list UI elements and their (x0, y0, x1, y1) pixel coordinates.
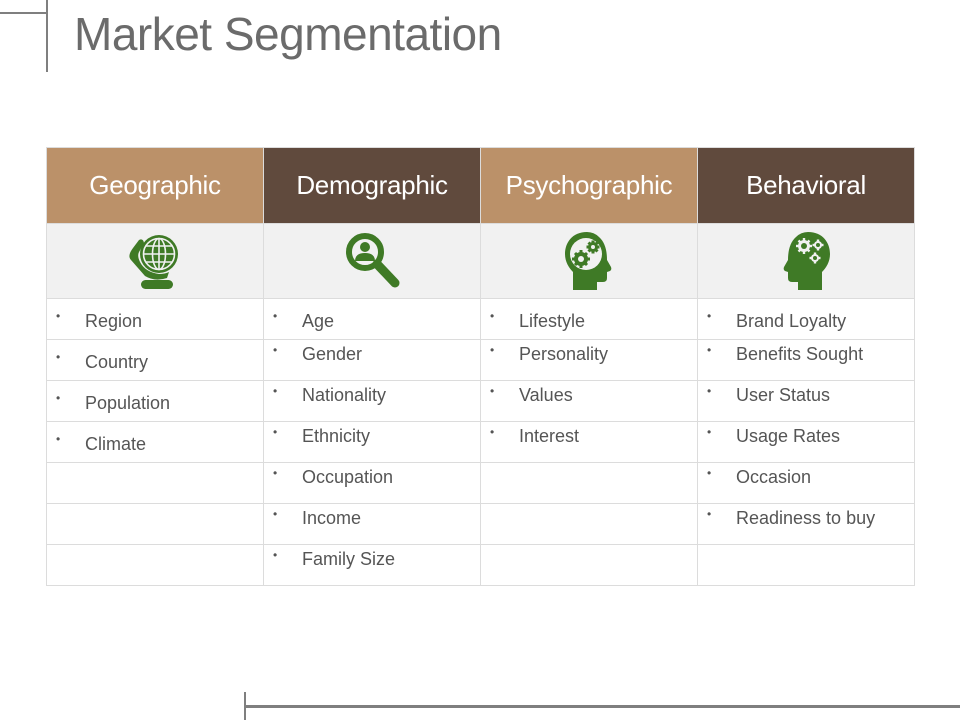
icon-cell-psychographic (480, 223, 698, 299)
hand-holding-globe-icon (129, 235, 178, 289)
list-item: • Population (47, 381, 263, 421)
bullet-icon: • (273, 466, 278, 480)
bullet-icon: • (56, 432, 61, 446)
item-label: Lifestyle (519, 311, 586, 331)
table-row: • Climate • Ethnicity • Interest • Usage Rat… (46, 421, 915, 463)
list-item: • Interest (481, 422, 697, 462)
list-item: • User Status (698, 381, 914, 421)
icon-cell-geographic (46, 223, 264, 299)
page-title: Market Segmentation (74, 8, 502, 60)
item-label: Region (85, 311, 143, 331)
icon-row (46, 223, 915, 299)
table-row: • Region • Age • Lifestyle • Brand Loyalty (46, 298, 915, 340)
item-label: Usage Rates (736, 426, 841, 446)
list-item: • Brand Loyalty (698, 299, 914, 339)
magnifier-person-icon (346, 233, 400, 288)
list-item: • Family Size (264, 545, 480, 585)
table-row: • Occupation • Occasion (46, 462, 915, 504)
list-item: • Readiness to buy (698, 504, 914, 544)
header-geographic: Geographic (46, 147, 264, 224)
header-psychographic: Psychographic (480, 147, 698, 224)
list-item: • Gender (264, 340, 480, 380)
table-row: • Income • Readiness to buy (46, 503, 915, 545)
bullet-icon: • (273, 507, 278, 521)
header-row: Geographic Demographic Psychographic Beh… (46, 147, 915, 224)
list-item: • Benefits Sought (698, 340, 914, 380)
bullet-icon: • (56, 350, 61, 364)
bullet-icon: • (490, 425, 495, 439)
table-row: • Family Size (46, 544, 915, 586)
item-label: Readiness to buy (736, 508, 876, 528)
bullet-icon: • (490, 384, 495, 398)
bullet-icon: • (707, 466, 712, 480)
list-item: • Values (481, 381, 697, 421)
table-row: • Country • Gender • Personality • Benefits … (46, 339, 915, 381)
bullet-icon: • (707, 343, 712, 357)
list-item: • Region (47, 299, 263, 339)
table-row: • Population • Nationality • Values • User S… (46, 380, 915, 422)
list-item: • Age (264, 299, 480, 339)
bullet-icon: • (273, 425, 278, 439)
bullet-icon: • (273, 309, 278, 323)
bullet-icon: • (273, 343, 278, 357)
list-item: • Lifestyle (481, 299, 697, 339)
bullet-icon: • (273, 548, 278, 562)
icon-cell-demographic (263, 223, 481, 299)
header-behavioral: Behavioral (697, 147, 915, 224)
icon-cell-behavioral (697, 223, 915, 299)
empty-cell (47, 545, 263, 585)
empty-cell (481, 463, 697, 503)
bullet-icon: • (490, 309, 495, 323)
corner-line-bottom-horizontal (244, 705, 960, 708)
bullet-icon: • (273, 384, 278, 398)
bullet-icon: • (56, 391, 61, 405)
bullet-icon: • (56, 309, 61, 323)
item-label: Population (85, 393, 171, 413)
bullet-icon: • (490, 343, 495, 357)
bullet-icon: • (707, 309, 712, 323)
empty-cell (47, 504, 263, 544)
bullet-icon: • (707, 425, 712, 439)
corner-line-top-horizontal (0, 12, 46, 14)
header-demographic: Demographic (263, 147, 481, 224)
bullet-icon: • (707, 507, 712, 521)
item-label: Interest (519, 426, 580, 446)
list-item: • Climate (47, 422, 263, 462)
item-label: Nationality (302, 385, 387, 405)
corner-line-top-vertical (46, 0, 48, 72)
item-label: Brand Loyalty (736, 311, 847, 331)
item-label: Occasion (736, 467, 812, 487)
bullet-icon: • (707, 384, 712, 398)
list-item: • Nationality (264, 381, 480, 421)
item-label: Personality (519, 344, 609, 364)
list-item: • Ethnicity (264, 422, 480, 462)
item-label: Family Size (302, 549, 396, 569)
item-label: Gender (302, 344, 363, 364)
list-item: • Occasion (698, 463, 914, 503)
item-label: Occupation (302, 467, 394, 487)
head-gears-outline-icon (565, 232, 612, 290)
item-label: Income (302, 508, 362, 528)
item-label: Country (85, 352, 149, 372)
head-gears-solid-icon (783, 232, 830, 290)
empty-cell (47, 463, 263, 503)
list-item: • Usage Rates (698, 422, 914, 462)
item-label: User Status (736, 385, 831, 405)
empty-cell (481, 545, 697, 585)
list-item: • Country (47, 340, 263, 380)
item-label: Climate (85, 434, 147, 454)
list-item: • Occupation (264, 463, 480, 503)
list-item: • Income (264, 504, 480, 544)
empty-cell (698, 545, 914, 585)
segmentation-table: Geographic Demographic Psychographic Beh… (46, 147, 915, 586)
item-label: Age (302, 311, 335, 331)
empty-cell (481, 504, 697, 544)
list-item: • Personality (481, 340, 697, 380)
item-label: Ethnicity (302, 426, 371, 446)
item-label: Benefits Sought (736, 344, 864, 364)
item-label: Values (519, 385, 573, 405)
